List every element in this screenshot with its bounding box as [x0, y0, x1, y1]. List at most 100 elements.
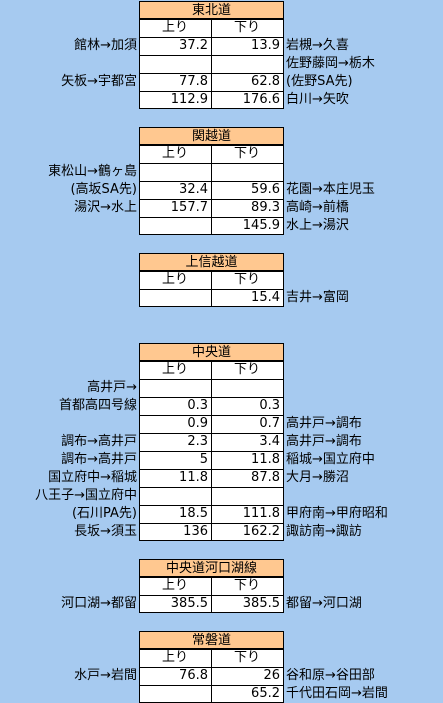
up-value: [139, 289, 211, 307]
down-value: 11.8: [251, 452, 280, 467]
down-value: 162.2: [242, 524, 280, 539]
down-route-label: 吉井→富岡: [286, 290, 349, 305]
up-value: [139, 55, 211, 73]
up-route-label: (高坂SA先): [70, 182, 137, 197]
up-value: 76.8: [179, 668, 208, 683]
down-header: 下り: [233, 146, 260, 161]
grid-divider: [211, 649, 212, 703]
grid-rule: [139, 433, 284, 434]
up-route-label: [0, 91, 137, 109]
grid-rule: [139, 181, 284, 182]
grid-rule: [139, 199, 284, 200]
grid-rule: [139, 523, 284, 524]
down-route-label: 谷和原→谷田部: [286, 668, 375, 683]
up-value: 37.2: [179, 38, 208, 53]
up-value: 112.9: [170, 92, 208, 107]
grid-rule: [139, 415, 284, 416]
down-value: 13.9: [251, 38, 280, 53]
up-route-label: 八王子→国立府中: [35, 488, 137, 503]
up-value: [139, 217, 211, 235]
up-value: 18.5: [179, 506, 208, 521]
down-route-label: (佐野SA先): [286, 74, 353, 89]
down-route-label: 花園→本庄児玉: [286, 182, 375, 197]
up-value: 77.8: [179, 74, 208, 89]
up-value: [139, 487, 211, 505]
up-value: 2.3: [187, 434, 208, 449]
down-value: 3.4: [259, 434, 280, 449]
up-route-label: 河口湖→都留: [61, 596, 137, 611]
down-value: 26: [263, 668, 280, 683]
grid-rule: [139, 73, 284, 74]
grid-rule: [139, 397, 284, 398]
grid-rule: [139, 289, 284, 290]
down-value: 176.6: [242, 92, 280, 107]
up-value: [139, 163, 211, 181]
down-value: 385.5: [242, 596, 280, 611]
up-route-label: (石川PA先): [71, 506, 137, 521]
down-route-label: [286, 379, 443, 397]
down-route-label: [286, 397, 443, 415]
up-route-label: 首都高四号線: [58, 398, 137, 413]
down-route-label: 高井戸→調布: [286, 416, 362, 431]
up-header: 上り: [161, 650, 188, 665]
down-value: [211, 487, 283, 505]
down-value: 0.7: [259, 416, 280, 431]
down-route-label: [286, 163, 443, 181]
grid-rule: [139, 37, 284, 38]
up-route-label: 長坂→須玉: [74, 524, 137, 539]
down-route-label: 稲城→国立府中: [286, 452, 375, 467]
up-route-label: 国立府中→稲城: [48, 470, 137, 485]
up-value: 0.3: [187, 398, 208, 413]
down-route-label: [286, 487, 443, 505]
down-value: [211, 379, 283, 397]
grid-rule: [139, 685, 284, 686]
up-header: 上り: [161, 578, 188, 593]
up-header: 上り: [161, 362, 188, 377]
up-route-label: [0, 55, 137, 73]
down-value: 59.6: [251, 182, 280, 197]
up-header: 上り: [161, 272, 188, 287]
up-header: 上り: [161, 20, 188, 35]
down-header: 下り: [233, 362, 260, 377]
up-route-label: 調布→高井戸: [61, 452, 137, 467]
up-route-label: 矢板→宇都宮: [61, 74, 137, 89]
down-value: 87.8: [251, 470, 280, 485]
up-route-label: 調布→高井戸: [61, 434, 137, 449]
section-title: 中央道: [139, 343, 284, 361]
grid-rule: [139, 379, 284, 380]
up-value: 0.9: [187, 416, 208, 431]
down-value: 62.8: [251, 74, 280, 89]
up-route-label: [0, 289, 137, 307]
grid-rule: [139, 487, 284, 488]
section-title: 上信越道: [139, 253, 284, 271]
up-value: [139, 379, 211, 397]
down-value: [211, 163, 283, 181]
down-header: 下り: [233, 650, 260, 665]
grid-rule: [139, 469, 284, 470]
grid-divider: [211, 19, 212, 109]
up-header: 上り: [161, 146, 188, 161]
up-value: 136: [183, 524, 208, 539]
down-route-label: 高井戸→調布: [286, 434, 362, 449]
up-route-label: 高井戸→: [87, 380, 137, 395]
section-title: 中央道河口湖線: [139, 559, 284, 577]
down-header: 下り: [233, 578, 260, 593]
down-route-label: 大月→勝沼: [286, 470, 349, 485]
grid-rule: [139, 217, 284, 218]
down-route-label: 諏訪南→諏訪: [286, 524, 362, 539]
down-route-label: 千代田石岡→岩間: [286, 686, 388, 701]
up-route-label: [0, 685, 137, 703]
grid-rule: [139, 595, 284, 596]
down-value: 0.3: [259, 398, 280, 413]
down-route-label: 高崎→前橋: [286, 200, 349, 215]
down-value: [211, 55, 283, 73]
up-value: 5: [199, 452, 208, 467]
down-value: 145.9: [242, 218, 280, 233]
down-value: 111.8: [242, 506, 280, 521]
down-value: 65.2: [251, 686, 280, 701]
grid-divider: [211, 145, 212, 235]
down-route-label: 岩槻→久喜: [286, 38, 349, 53]
grid-rule: [139, 505, 284, 506]
up-route-label: [0, 415, 137, 433]
down-route-label: 都留→河口湖: [286, 596, 362, 611]
